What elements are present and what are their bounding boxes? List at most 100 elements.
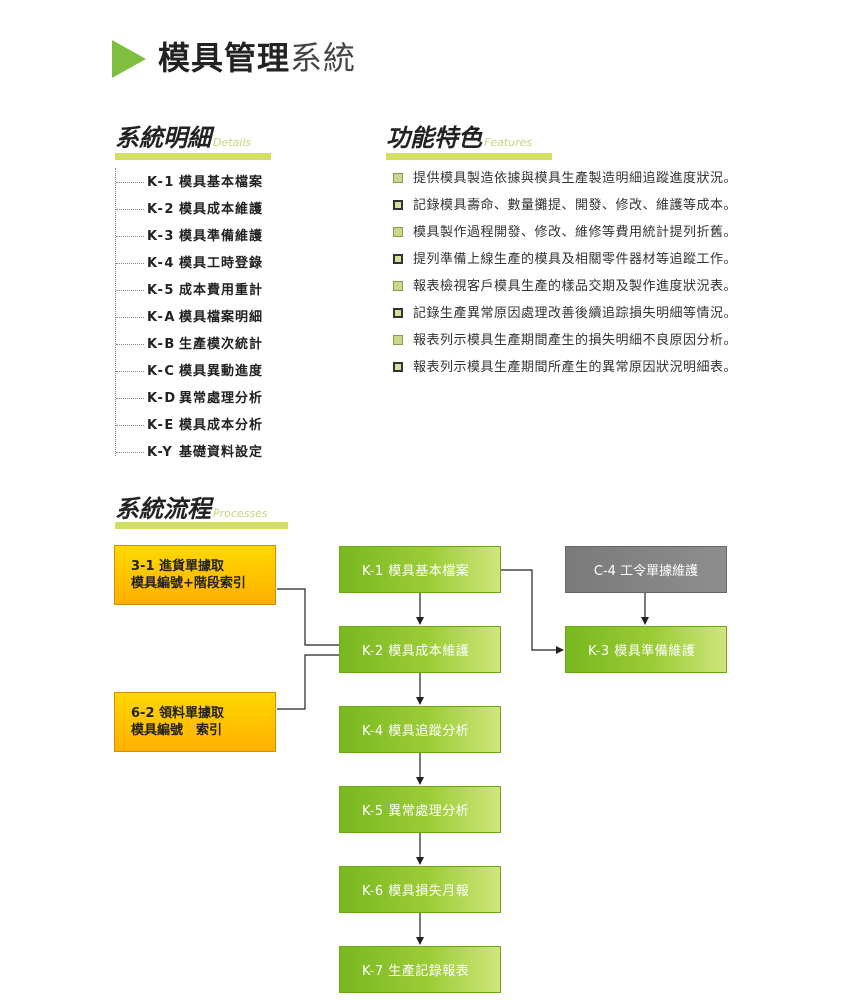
details-item-code: K-E bbox=[147, 418, 175, 433]
feature-text: 提供模具製造依據與模具生產製造明細追蹤進度狀況。 bbox=[413, 171, 738, 186]
feature-item: 報表檢視客戶模具生產的樣品交期及製作進度狀況表。 bbox=[393, 275, 737, 299]
details-item-label: 成本費用重計 bbox=[179, 283, 264, 298]
tree-dots bbox=[116, 182, 144, 183]
bullet-square-icon bbox=[393, 172, 403, 183]
tree-dots bbox=[116, 398, 144, 399]
flow-box-input-62[interactable]: 6-2 領料單據取 模具編號 索引 bbox=[114, 692, 276, 752]
details-item-code: K-D bbox=[147, 391, 177, 406]
details-item-code: K-5 bbox=[147, 283, 175, 298]
details-item-code: K-A bbox=[147, 310, 176, 325]
details-item-label: 模具檔案明細 bbox=[179, 310, 264, 325]
processes-heading-bar bbox=[115, 522, 288, 529]
flow-box-k6[interactable]: K-6 模具損失月報 bbox=[339, 866, 501, 913]
flow-box-k1[interactable]: K-1 模具基本檔案 bbox=[339, 546, 501, 593]
input-62-line2: 模具編號 索引 bbox=[131, 723, 223, 738]
details-item-label: 模具異動進度 bbox=[179, 364, 264, 379]
feature-item: 報表列示模具生產期間所產生的異常原因狀況明細表。 bbox=[393, 356, 737, 380]
feature-item: 提供模具製造依據與模具生產製造明細追蹤進度狀況。 bbox=[393, 167, 737, 191]
details-item-label: 模具成本分析 bbox=[179, 418, 264, 433]
flow-box-input-31[interactable]: 3-1 進貨單據取 模具編號+階段索引 bbox=[114, 545, 276, 605]
bullet-square-icon bbox=[393, 253, 403, 264]
page-title-bold: 模具管理 bbox=[158, 39, 291, 77]
feature-text: 報表檢視客戶模具生產的樣品交期及製作進度狀況表。 bbox=[413, 279, 738, 294]
bullet-square-icon bbox=[393, 307, 403, 318]
connector-in1-k2 bbox=[277, 588, 339, 646]
details-item[interactable]: K-4 模具工時登錄 bbox=[116, 252, 286, 276]
flow-box-k4[interactable]: K-4 模具追蹤分析 bbox=[339, 706, 501, 753]
details-item-label: 基礎資料設定 bbox=[179, 445, 264, 460]
feature-item: 記錄生產異常原因處理改善後續追踪損失明細等情況。 bbox=[393, 302, 737, 326]
details-item[interactable]: K-5 成本費用重計 bbox=[116, 279, 286, 303]
feature-item: 提列準備上線生產的模具及相關零件器材等追蹤工作。 bbox=[393, 248, 737, 272]
features-heading-subtitle: Features bbox=[484, 136, 533, 149]
bullet-square-icon bbox=[393, 226, 403, 237]
processes-heading-title: 系統流程 bbox=[115, 495, 211, 523]
connector-in2-k2 bbox=[277, 654, 339, 710]
details-item-label: 模具工時登錄 bbox=[179, 256, 264, 271]
feature-text: 記錄模具壽命、數量攤提、開發、修改、維護等成本。 bbox=[413, 198, 738, 213]
features-heading-title: 功能特色 bbox=[386, 124, 482, 152]
tree-dots bbox=[116, 209, 144, 210]
feature-text: 模具製作過程開發、修改、維修等費用統計提列折舊。 bbox=[413, 225, 738, 240]
details-heading-title: 系統明細 bbox=[115, 124, 211, 152]
details-item-code: K-3 bbox=[147, 229, 175, 244]
feature-text: 提列準備上線生產的模具及相關零件器材等追蹤工作。 bbox=[413, 252, 738, 267]
details-item-code: K-C bbox=[147, 364, 176, 379]
details-item[interactable]: K-1 模具基本檔案 bbox=[116, 171, 286, 195]
feature-text: 記錄生產異常原因處理改善後續追踪損失明細等情況。 bbox=[413, 306, 738, 321]
details-item-label: 模具成本維護 bbox=[179, 202, 264, 217]
details-tree-line bbox=[115, 168, 118, 456]
details-item-label: 模具準備維護 bbox=[179, 229, 264, 244]
tree-dots bbox=[116, 236, 144, 237]
feature-text: 報表列示模具生產期間產生的損失明細不良原因分析。 bbox=[413, 333, 738, 348]
tree-dots bbox=[116, 290, 144, 291]
flow-box-k7[interactable]: K-7 生產記錄報表 bbox=[339, 946, 501, 993]
details-item[interactable]: K-Y 基礎資料設定 bbox=[116, 441, 286, 465]
feature-item: 模具製作過程開發、修改、維修等費用統計提列折舊。 bbox=[393, 221, 737, 245]
input-31-line2: 模具編號+階段索引 bbox=[131, 576, 246, 591]
tree-dots bbox=[116, 425, 144, 426]
processes-heading-subtitle: Processes bbox=[213, 507, 268, 520]
flow-box-k5[interactable]: K-5 異常處理分析 bbox=[339, 786, 501, 833]
details-item[interactable]: K-2 模具成本維護 bbox=[116, 198, 286, 222]
flow-box-k3[interactable]: K-3 模具準備維護 bbox=[565, 626, 727, 673]
details-item[interactable]: K-3 模具準備維護 bbox=[116, 225, 286, 249]
details-item-code: K-B bbox=[147, 337, 176, 352]
features-heading-bar bbox=[386, 153, 552, 160]
header-triangle-icon bbox=[112, 40, 146, 78]
bullet-square-icon bbox=[393, 361, 403, 372]
input-62-line1: 6-2 領料單據取 bbox=[131, 706, 225, 721]
tree-dots bbox=[116, 452, 144, 453]
connector-k1-k3 bbox=[501, 569, 564, 654]
tree-dots bbox=[116, 344, 144, 345]
tree-dots bbox=[116, 317, 144, 318]
details-item-label: 模具基本檔案 bbox=[179, 175, 264, 190]
details-item[interactable]: K-E 模具成本分析 bbox=[116, 414, 286, 438]
bullet-square-icon bbox=[393, 280, 403, 291]
details-item-code: K-Y bbox=[147, 445, 174, 460]
bullet-square-icon bbox=[393, 334, 403, 345]
details-heading-subtitle: Details bbox=[213, 136, 252, 149]
details-item-code: K-2 bbox=[147, 202, 175, 217]
bullet-square-icon bbox=[393, 199, 403, 210]
details-item-label: 生產模次統計 bbox=[179, 337, 264, 352]
flow-box-c4[interactable]: C-4 工令單據維護 bbox=[565, 546, 727, 593]
details-item-code: K-4 bbox=[147, 256, 175, 271]
input-31-line1: 3-1 進貨單據取 bbox=[131, 559, 225, 574]
details-item-code: K-1 bbox=[147, 175, 175, 190]
feature-item: 報表列示模具生產期間產生的損失明細不良原因分析。 bbox=[393, 329, 737, 353]
feature-item: 記錄模具壽命、數量攤提、開發、修改、維護等成本。 bbox=[393, 194, 737, 218]
details-item-label: 異常處理分析 bbox=[179, 391, 264, 406]
tree-dots bbox=[116, 371, 144, 372]
page-title-normal: 系統 bbox=[290, 39, 357, 77]
page-title: 模具管理系統 bbox=[158, 38, 356, 78]
flow-box-k2[interactable]: K-2 模具成本維護 bbox=[339, 626, 501, 673]
